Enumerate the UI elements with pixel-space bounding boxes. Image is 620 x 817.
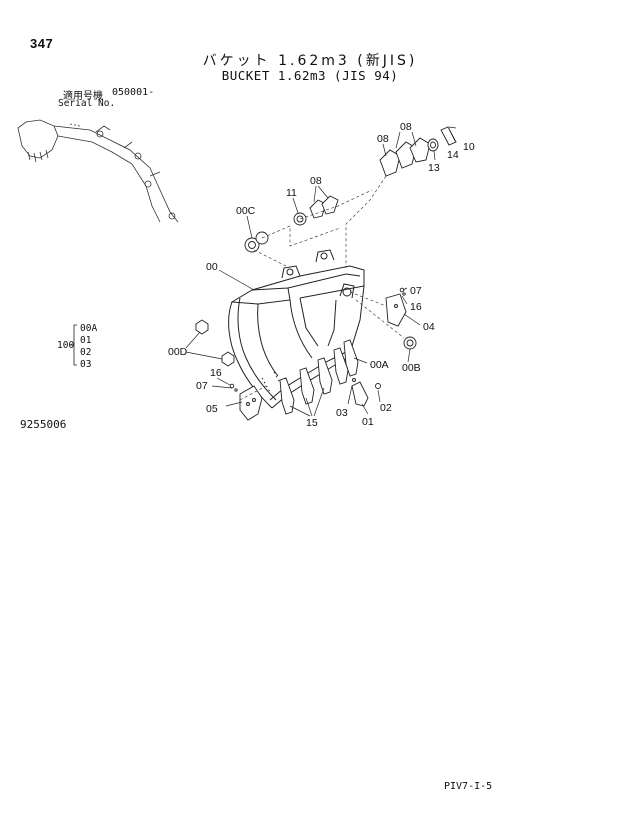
bucket-drawing [228, 249, 365, 409]
callout-label: 08 [377, 133, 389, 145]
bucket-teeth [279, 339, 359, 415]
assembly-parent: 100 [57, 340, 75, 351]
excavator-arm-sketch [17, 119, 179, 223]
callout-label: 00D [168, 346, 188, 358]
callout-label: 08 [310, 175, 322, 187]
callout-label: 10 [463, 141, 475, 153]
pin-and-seal-parts [195, 126, 457, 392]
callout-label: 07 [410, 285, 422, 297]
callout-label: 02 [380, 402, 392, 414]
serial-label-japanese: 適用号機 [63, 91, 103, 102]
title-japanese: バケット 1.62m3 (新JIS) [202, 53, 418, 69]
callout-label: 03 [336, 407, 348, 419]
serial-label-english: Serial No. [58, 98, 116, 109]
callout-label: 08 [400, 121, 412, 133]
title-english: BUCKET 1.62m3 (JIS 94) [221, 68, 399, 83]
callout-label: 04 [423, 321, 435, 333]
callout-label: 14 [447, 149, 459, 161]
callout-label: 01 [362, 416, 374, 428]
serial-number: 050001- [112, 87, 155, 98]
footer-code: PIV7-I-5 [444, 781, 493, 792]
drawing-number: 9255006 [20, 418, 67, 431]
callout-label: 05 [206, 403, 218, 415]
callout-label: 11 [286, 187, 297, 199]
assembly-bracket [70, 324, 77, 366]
side-cutter-right [385, 293, 407, 327]
assembly-child: 03 [80, 359, 92, 370]
assembly-child: 00A [80, 323, 98, 334]
callout-label: 16 [210, 367, 222, 379]
callout-label: 16 [410, 301, 422, 313]
callout-label: 00C [236, 205, 256, 217]
callout-label: 00B [402, 362, 421, 374]
callout-label: 15 [306, 417, 318, 429]
side-cutter-left [239, 385, 263, 421]
leader-lines [185, 126, 457, 417]
page-number: 347 [30, 36, 54, 51]
callout-label: 00 [206, 261, 218, 273]
tooth-point-parts [351, 378, 381, 407]
callout-labels: 08 08 10 14 13 11 08 00C 00 07 16 04 00D… [168, 121, 475, 429]
assembly-lines [239, 175, 405, 401]
assembly-child: 02 [80, 347, 92, 358]
callout-label: 13 [428, 162, 440, 174]
callout-label: 07 [196, 380, 208, 392]
assembly-child: 01 [80, 335, 92, 346]
callout-label: 00A [370, 359, 389, 371]
